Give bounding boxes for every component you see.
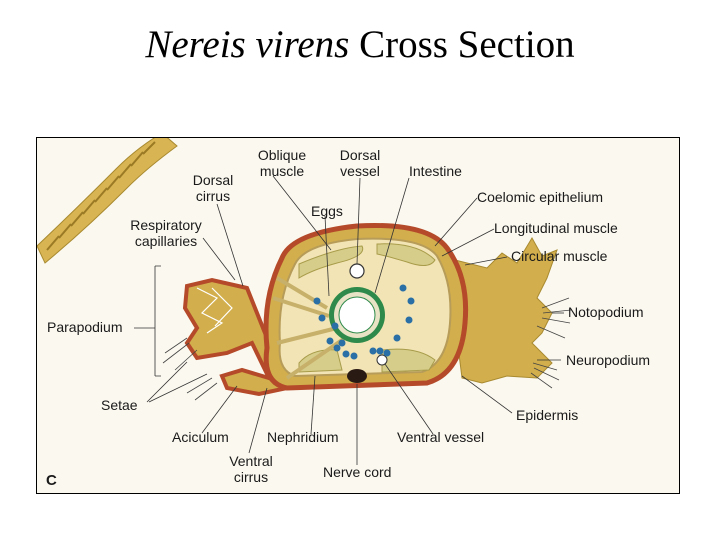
panel-letter: C [46,472,57,489]
left-parapodium [162,277,290,401]
label-notopodium: Notopodium [568,304,644,320]
label-nephridium: Nephridium [267,429,339,445]
leader-lines [134,175,564,465]
nerve-cord [347,369,367,383]
species-name: Nereis virens [145,23,350,66]
ventral-vessel [376,354,388,366]
label-nerve-cord: Nerve cord [323,464,391,480]
label-longitudinal-muscle: Longitudinal muscle [494,220,618,236]
slide-title: Nereis virens Cross Section [0,22,720,67]
label-aciculum: Aciculum [172,429,229,445]
label-ventral-vessel: Ventral vessel [397,429,484,445]
title-suffix: Cross Section [349,23,575,66]
label-epidermis: Epidermis [516,407,578,423]
label-eggs: Eggs [311,203,343,219]
label-parapodium: Parapodium [47,319,123,335]
label-intestine: Intestine [409,163,462,179]
eggs [313,284,415,360]
label-neuropodium: Neuropodium [566,352,650,368]
worm-body-segment [37,138,178,264]
label-circular-muscle: Circular muscle [511,248,608,264]
dorsal-vessel [349,263,365,279]
label-setae: Setae [101,397,138,413]
label-coelomic-epithelium: Coelomic epithelium [477,189,603,205]
right-parapodium [446,237,572,389]
intestine [329,287,385,343]
